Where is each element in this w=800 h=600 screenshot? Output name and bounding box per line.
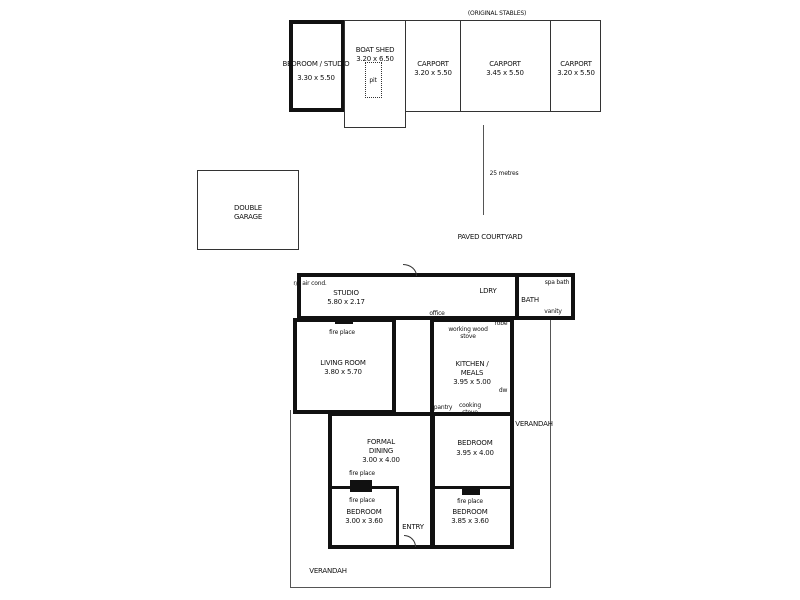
kitchen-size: 3.95 x 5.00 (453, 378, 491, 386)
pit-outline (365, 62, 382, 98)
double-garage (197, 170, 299, 250)
bedroom-3-label: BEDROOM (452, 508, 488, 516)
bedroom-3-size: 3.85 x 3.60 (451, 517, 489, 525)
fireplace-icon (335, 318, 353, 324)
wall (396, 486, 399, 546)
bedroom-2-fireplace-label: fire place (349, 497, 375, 504)
robe-label: robe (494, 320, 508, 327)
stables-note: (ORIGINAL STABLES) (467, 10, 527, 17)
air-cond-note: r/c air cond. (293, 280, 327, 287)
distance-arrow-icon (483, 125, 484, 215)
verandah-south-label: VERANDAH (309, 567, 347, 575)
carport-3 (550, 20, 601, 112)
office-label: office (429, 310, 445, 317)
studio-label: STUDIO (333, 289, 359, 297)
distance-label: 25 metres (489, 170, 519, 177)
verandah-edge (550, 318, 551, 588)
carport-1-label: CARPORT (417, 60, 449, 68)
courtyard-label: PAVED COURTYARD (457, 233, 523, 241)
bedroom-2-size: 3.00 x 3.60 (345, 517, 383, 525)
spa-label: spa bath (544, 279, 570, 286)
verandah-edge (290, 587, 551, 588)
verandah-east-label: VERANDAH (515, 420, 553, 428)
carport-3-label: CARPORT (560, 60, 592, 68)
bedroom-studio-outbuilding (289, 20, 345, 112)
wall (433, 486, 513, 489)
dining-fireplace-label: fire place (349, 470, 375, 477)
living-room-size: 3.80 x 5.70 (324, 368, 362, 376)
dining-label: FORMAL DINING (367, 438, 395, 455)
pantry-label: pantry (433, 404, 453, 411)
wood-stove-label: working wood stove (448, 326, 488, 340)
carport-2-size: 3.45 x 5.50 (486, 69, 524, 77)
bedroom-studio-label: BEDROOM / STUDIO (282, 60, 350, 68)
bedroom-block-east (430, 412, 514, 549)
bedroom-1-label: BEDROOM (457, 439, 493, 447)
bedroom-3-fireplace-label: fire place (457, 498, 483, 505)
kitchen-label: KITCHEN / MEALS (455, 360, 489, 377)
double-garage-label: DOUBLE GARAGE (233, 204, 263, 221)
bath-label: BATH (521, 296, 539, 304)
carport-3-size: 3.20 x 5.50 (557, 69, 595, 77)
living-room-label: LIVING ROOM (320, 359, 366, 367)
verandah-edge (290, 410, 291, 588)
dining-size: 3.00 x 4.00 (362, 456, 400, 464)
fireplace-icon (350, 480, 372, 492)
wall (515, 273, 519, 318)
bedroom-1-size: 3.95 x 4.00 (456, 449, 494, 457)
carport-2-label: CARPORT (489, 60, 521, 68)
dishwasher-label: dw (498, 387, 508, 394)
entry-label: ENTRY (402, 523, 424, 531)
bedroom-2-label: BEDROOM (346, 508, 382, 516)
vanity-label: vanity (544, 308, 562, 315)
bedroom-studio-size: 3.30 x 5.50 (297, 74, 335, 82)
cooking-stove-label: cooking stove (459, 402, 481, 416)
carport-1-size: 3.20 x 5.50 (414, 69, 452, 77)
boat-shed-label: BOAT SHED (355, 46, 395, 54)
pit-label: pit (369, 77, 377, 84)
courtyard-door[interactable] (403, 264, 417, 276)
boat-shed-size: 3.20 x 6.50 (356, 55, 394, 63)
laundry-label: LDRY (479, 287, 497, 295)
fireplace-icon (462, 489, 480, 495)
studio-size: 5.80 x 2.17 (327, 298, 365, 306)
living-fireplace-label: fire place (329, 329, 355, 336)
